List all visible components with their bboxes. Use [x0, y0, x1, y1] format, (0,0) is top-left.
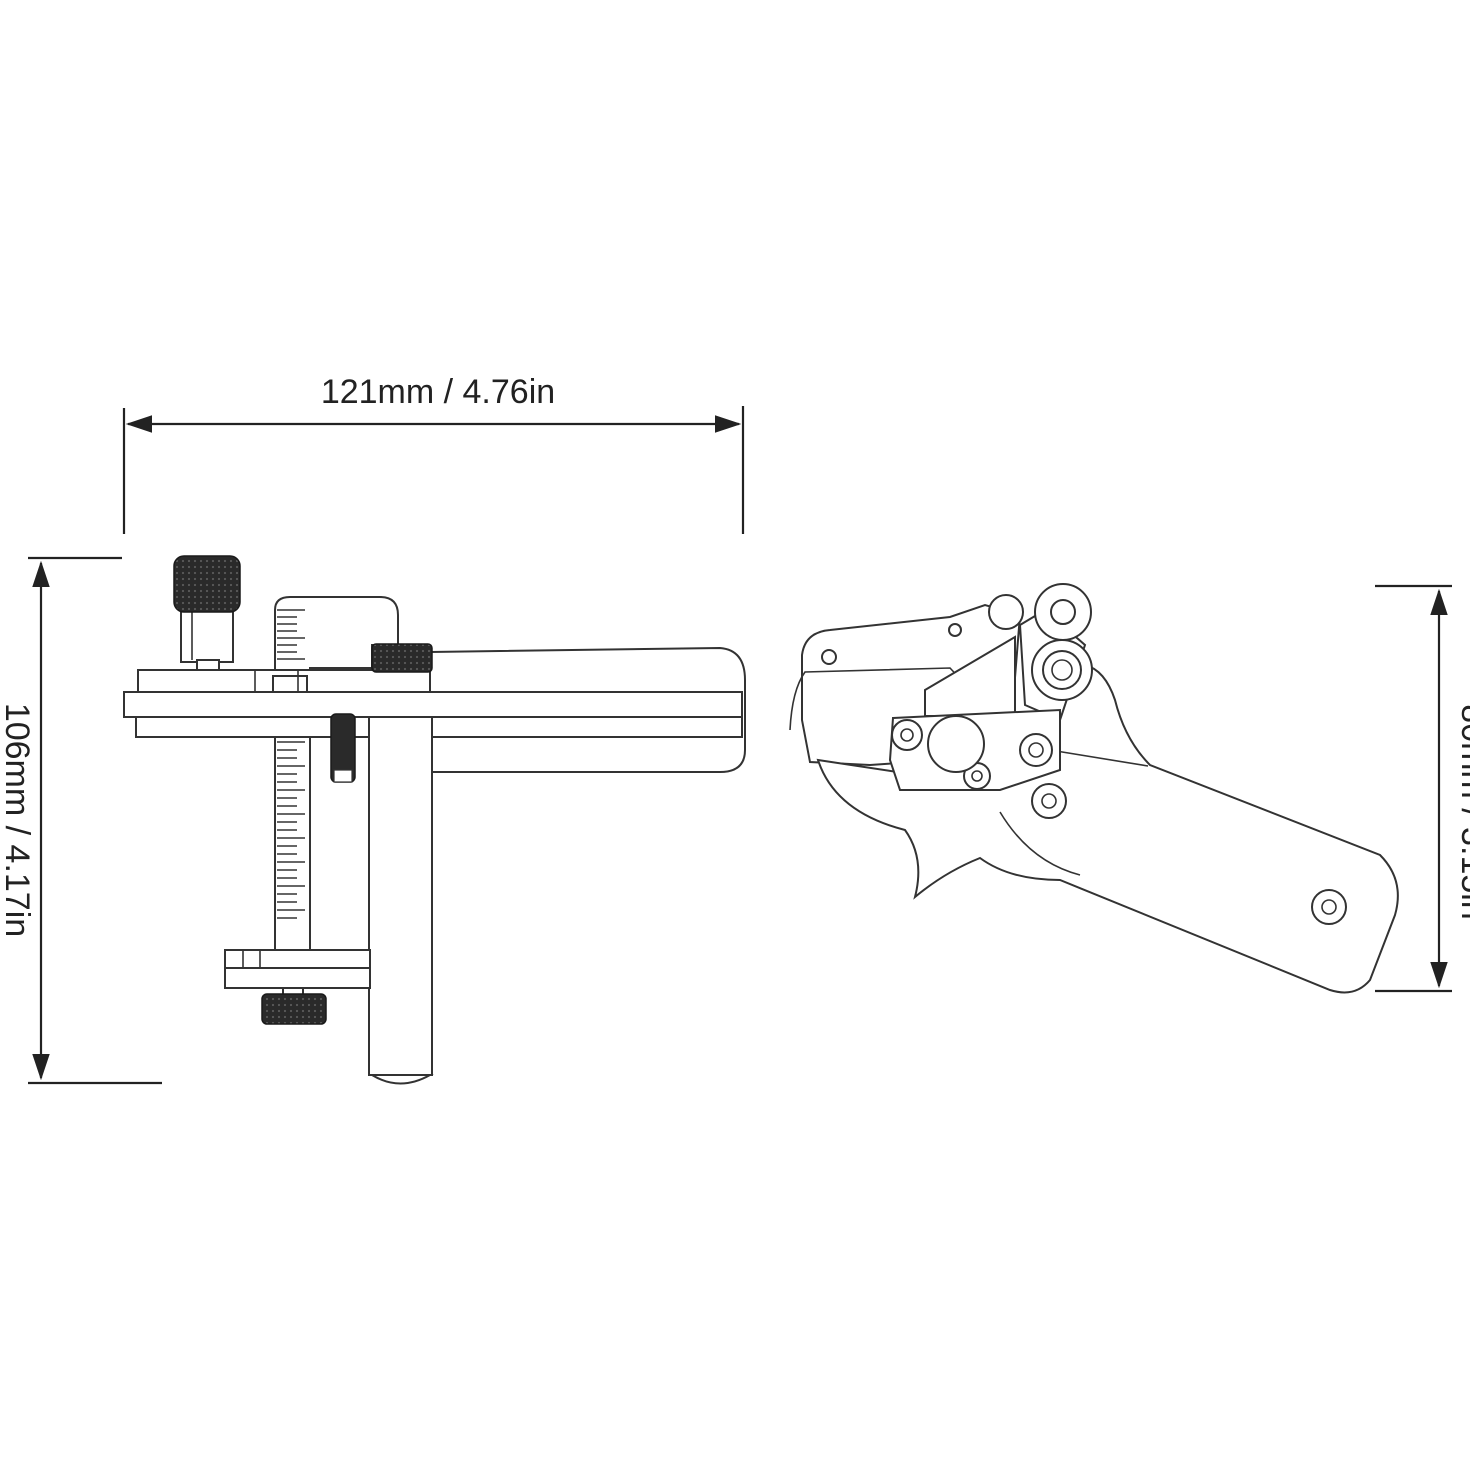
tool-side-view: [123, 555, 746, 1085]
vertical-column: [368, 716, 433, 1076]
width-dimension: 121mm / 4.76in: [122, 373, 745, 534]
tool-front-view: [789, 583, 1399, 994]
left-height-dimension: 106mm / 4.17in: [0, 556, 162, 1085]
scale-ticks-upper: [277, 609, 305, 660]
lower-knurled-knob: [261, 993, 327, 1025]
width-label: 121mm / 4.76in: [321, 373, 555, 411]
left-height-label: 106mm / 4.17in: [0, 703, 36, 937]
handle-lock-knob: [371, 643, 433, 673]
main-rail: [123, 691, 743, 738]
top-roller-left: [988, 594, 1024, 630]
right-height-label: 80mm / 3.15in: [1454, 704, 1470, 919]
right-height-dimension: 80mm / 3.15in: [1375, 584, 1470, 993]
grip-body: [816, 663, 1399, 994]
top-knurled-knob: [173, 555, 241, 671]
knob-stem: [180, 609, 234, 663]
lower-clamp: [224, 949, 371, 1025]
knob-cap: [173, 555, 241, 613]
grip-screw-upper: [1031, 783, 1067, 819]
adjustment-knob: [927, 715, 985, 773]
column-tip: [368, 1074, 434, 1085]
grip-screw-lower: [1311, 889, 1347, 925]
scale-ticks-lower: [277, 741, 305, 919]
